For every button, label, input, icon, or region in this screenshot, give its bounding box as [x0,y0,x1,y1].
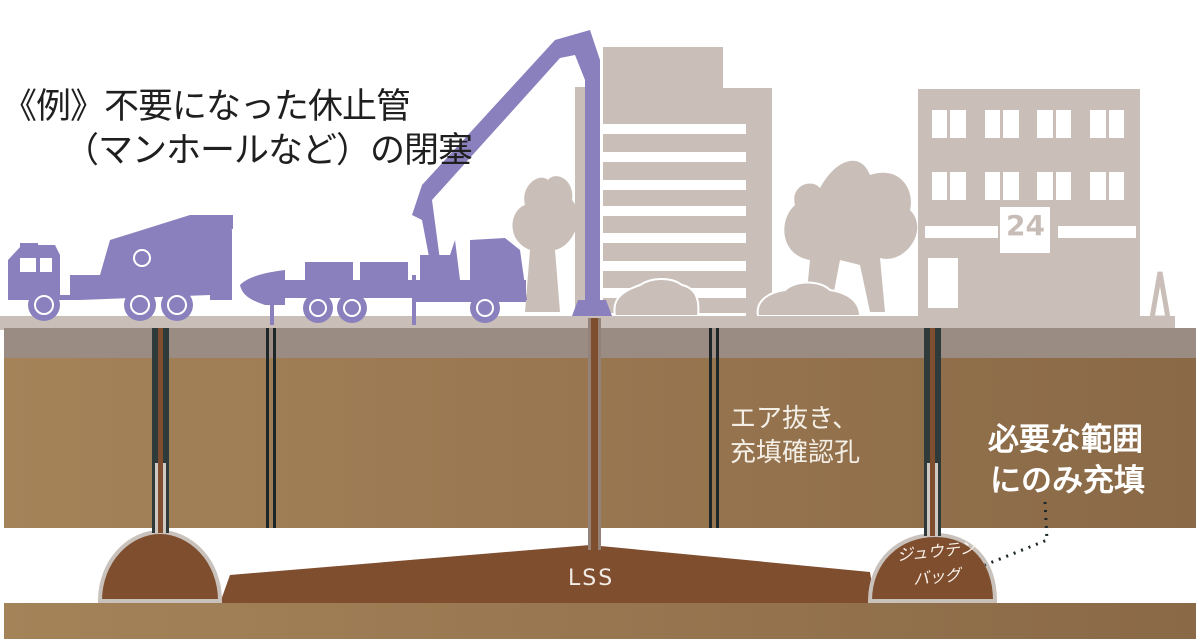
manhole-pipe-right [924,328,941,536]
concrete-pump-truck-icon [412,30,612,323]
city-background [0,47,1180,332]
fill-range-label-line1: 必要な範囲 [988,422,1143,458]
trailer-icon [240,262,416,325]
vent-pipe-right [709,328,719,528]
tree-icon [512,176,578,312]
title-line-2: （マンホールなど）の閉塞 [64,131,473,171]
lss-fill-material [220,545,875,603]
tree-icon [784,160,918,312]
injection-pipe-center [588,318,601,550]
air-vent-label-line1: エア抜き、 [730,404,859,434]
air-vent-label-line2: 充填確認孔 [730,438,861,468]
vent-pipe-left [266,328,276,528]
soil-lower-layer [4,603,1196,639]
fill-range-label-line2: にのみ充填 [990,463,1145,499]
lss-label: LSS [568,566,615,591]
manhole-pipe-left [152,328,169,533]
bag-left [97,529,223,603]
convenience-store-icon [918,89,1180,332]
store-sign-24: 24 [1006,209,1045,242]
title-line-1: 《例》不要になった休止管 [2,87,411,127]
concrete-mixer-truck-icon [8,215,233,321]
car-icon [613,278,862,317]
